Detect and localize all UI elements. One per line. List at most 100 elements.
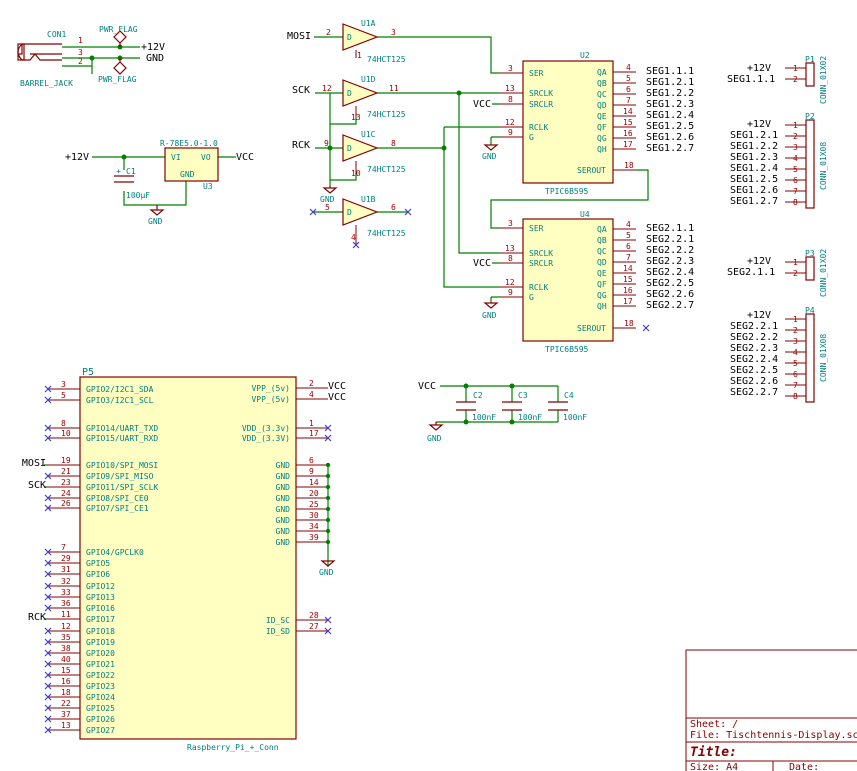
rpi-pin-number: 18: [61, 688, 71, 697]
svg-text:SRCLR: SRCLR: [529, 259, 553, 268]
rpi-pin-number: 12: [61, 622, 71, 631]
rclk-wire: [443, 126, 500, 148]
rpi-net-label: VCC: [328, 381, 346, 392]
rpi-pin-name: GPIO11/SPI_SCLK: [86, 483, 158, 492]
title-block-file: File: Tischtennis-Display.sch: [690, 730, 857, 741]
mosi-wire: [314, 36, 500, 74]
rpi-pin-name: GPIO7/SPI_CE1: [86, 504, 149, 513]
u2-outputs: QA QB QC QD QE QF QG QH 4 5 6 7 14 15 16…: [597, 63, 694, 154]
svg-text:3: 3: [508, 64, 513, 73]
rpi-pin-number: 9: [309, 467, 314, 476]
svg-text:SEG1.2.2: SEG1.2.2: [730, 141, 778, 152]
svg-text:74HCT125: 74HCT125: [367, 229, 406, 238]
svg-text:CONN_01X02: CONN_01X02: [819, 249, 828, 297]
rpi-pin-name: GPIO14/UART_TXD: [86, 424, 158, 433]
svg-text:SEG2.2.3: SEG2.2.3: [646, 256, 694, 267]
svg-text:D: D: [347, 144, 352, 153]
c3-ref: C3: [518, 391, 528, 400]
u4-outputs: QA QB QC QD QE QF QG QH 4 5 6 7 14 15 16…: [597, 220, 694, 311]
rpi-pin-number: 25: [309, 500, 319, 509]
rpi-pin-number: 31: [61, 565, 71, 574]
barrel-jack-plug: [17, 43, 25, 61]
gnd-symbol: GND: [148, 205, 165, 226]
rpi-pin-name: GND: [276, 483, 291, 492]
svg-text:+12V: +12V: [747, 119, 771, 130]
rpi-pin-number: 4: [309, 390, 314, 399]
svg-text:SEG1.2.7: SEG1.2.7: [730, 196, 778, 207]
svg-text:8: 8: [793, 392, 798, 401]
rpi-pin-name: GPIO12: [86, 582, 115, 591]
barrel-jack-value: BARREL_JACK: [20, 79, 73, 88]
rpi-pin-name: GPIO21: [86, 660, 115, 669]
rpi-net-label: MOSI: [22, 458, 46, 469]
rpi-pin-number: 16: [61, 677, 71, 686]
svg-text:12: 12: [505, 118, 515, 127]
svg-text:SEG2.2.4: SEG2.2.4: [646, 267, 694, 278]
pwr-flag-1: PWR_FLAG: [99, 25, 138, 47]
svg-text:SEG2.2.7: SEG2.2.7: [730, 387, 778, 398]
u4-vcc-label: VCC: [473, 258, 491, 269]
rpi-pin-number: 3: [61, 380, 66, 389]
rpi-pin-name: GPIO23: [86, 682, 115, 691]
srclk-bus-wire: [458, 93, 500, 254]
svg-text:GND: GND: [482, 311, 497, 320]
rpi-pin-number: 10: [61, 429, 71, 438]
pwr-flag-1-label: PWR_FLAG: [99, 25, 138, 34]
rpi-pin-name: GND: [276, 472, 291, 481]
regulator-pin-gnd: GND: [180, 170, 195, 179]
svg-text:P4: P4: [805, 306, 815, 315]
svg-text:9: 9: [508, 288, 513, 297]
svg-text:4: 4: [793, 154, 798, 163]
u4-ref: U4: [580, 210, 590, 219]
gnd-symbol: GND: [427, 422, 444, 443]
rpi-value: Raspberry_Pi_+_Conn: [187, 743, 279, 752]
svg-text:SEG1.2.6: SEG1.2.6: [646, 132, 694, 143]
svg-text:1: 1: [793, 121, 798, 130]
serout-to-ser-wire: [490, 169, 649, 229]
svg-text:9: 9: [324, 139, 329, 148]
svg-text:5: 5: [626, 74, 631, 83]
buffer-u1d-body: [342, 79, 379, 107]
c4-value: 100nF: [563, 413, 587, 422]
svg-text:QD: QD: [597, 258, 607, 267]
svg-text:P1: P1: [805, 55, 815, 64]
connector-p3: P3 1 2 +12V SEG2.1.1 CONN_01X02: [727, 249, 828, 297]
c1-plus: +: [116, 167, 121, 176]
u2-input-pins: [500, 72, 523, 138]
svg-text:2: 2: [793, 132, 798, 141]
no-connect-mark: [44, 726, 52, 734]
caps-wires: [436, 385, 559, 423]
buffer-u1b-ref: U1B: [361, 195, 376, 204]
caps-symbols: [456, 401, 568, 411]
rpi-pin-name: GPIO26: [86, 715, 115, 724]
rpi-pin-name: GND: [276, 516, 291, 525]
rpi-pin-name: GND: [276, 494, 291, 503]
no-connect-mark: [324, 627, 332, 635]
svg-text:SEG1.2.4: SEG1.2.4: [730, 163, 778, 174]
svg-text:SEG2.2.6: SEG2.2.6: [646, 289, 694, 300]
svg-text:7: 7: [626, 96, 631, 105]
svg-text:SEG1.2.1: SEG1.2.1: [730, 130, 778, 141]
svg-text:SEG2.2.5: SEG2.2.5: [646, 278, 694, 289]
svg-text:74HCT125: 74HCT125: [367, 110, 406, 119]
rpi-pin-number: 22: [61, 699, 71, 708]
rpi-pin-name: VDD_(3.3V): [242, 434, 290, 443]
barrel-pin-2: 2: [78, 57, 83, 66]
svg-text:SRCLK: SRCLK: [529, 89, 553, 98]
buffer-u1c: RCK D U1C 9 8 74HCT125 10: [292, 130, 500, 288]
junction: [441, 145, 447, 151]
title-block: Sheet: / File: Tischtennis-Display.sch T…: [685, 649, 857, 771]
pwr-flag-2: PWR_FLAG: [98, 58, 137, 84]
no-connect-mark: [44, 671, 52, 679]
no-connect-marks: [642, 324, 650, 332]
rpi-pin-number: 2: [309, 379, 314, 388]
no-connect-mark: [44, 434, 52, 442]
barrel-pin-1: 1: [78, 36, 83, 45]
svg-text:G: G: [529, 133, 534, 142]
junction: [89, 55, 95, 61]
svg-text:4: 4: [793, 348, 798, 357]
junction: [121, 154, 127, 160]
svg-text:4: 4: [351, 233, 356, 242]
svg-text:CONN_01X02: CONN_01X02: [819, 56, 828, 104]
svg-text:SER: SER: [529, 224, 544, 233]
